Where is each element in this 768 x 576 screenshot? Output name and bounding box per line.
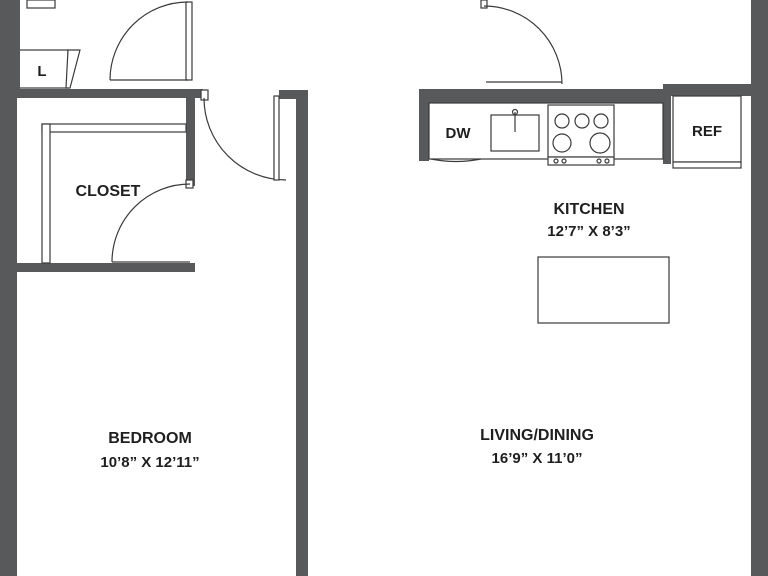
range-knob-1 <box>553 158 559 164</box>
kitchen-door-swing <box>483 5 563 85</box>
partition-wall-bedroom-living <box>296 90 308 576</box>
bedroom-door-swing <box>203 97 287 181</box>
closet-wall-bottom <box>17 263 195 272</box>
living-dining-label: LIVING/DINING <box>480 427 594 444</box>
kitchen-counter-wall <box>419 89 663 103</box>
burner-4 <box>552 133 572 153</box>
kitchen-island <box>537 256 670 324</box>
range-knob-2 <box>561 158 567 164</box>
hallway-door-swing <box>109 1 189 81</box>
laundry-label: L <box>37 63 46 80</box>
kitchen-label: KITCHEN <box>553 201 624 218</box>
hallway-door-leaf <box>185 1 193 81</box>
closet-label: CLOSET <box>76 183 141 200</box>
range-knob-4 <box>604 158 610 164</box>
burner-2 <box>574 113 590 129</box>
exterior-wall-left <box>0 0 17 576</box>
range-control-panel <box>547 156 615 166</box>
wall-stub-top-left <box>17 0 20 90</box>
kitchen-dimensions: 12’7” X 8’3” <box>547 223 630 240</box>
cabinet-top-left <box>26 0 56 9</box>
dishwasher-label: DW <box>446 125 472 142</box>
closet-wall-right <box>186 98 195 186</box>
wall-stub-doorjamb <box>279 90 308 99</box>
burner-1 <box>554 113 570 129</box>
refrigerator-door <box>672 161 742 169</box>
bedroom-door-panel <box>273 95 280 181</box>
closet-shelf-side <box>41 123 51 264</box>
kitchen-counter-wall-right <box>663 84 751 96</box>
closet-shelf <box>41 123 187 133</box>
exterior-wall-right <box>751 0 768 576</box>
kitchen-door-leaf <box>480 0 488 9</box>
wall-horizontal-upper <box>17 89 203 98</box>
closet-door-swing <box>111 183 191 263</box>
range-knob-3 <box>596 158 602 164</box>
living-dining-dimensions: 16’9” X 11’0” <box>492 450 583 467</box>
kitchen-counter-end-mid <box>663 84 671 164</box>
kitchen-counter-end-left <box>419 89 429 161</box>
refrigerator-label: REF <box>692 123 722 140</box>
dishwasher-door-arc <box>430 158 482 163</box>
burner-3 <box>593 113 609 129</box>
kitchen-counter <box>428 102 664 160</box>
burner-5 <box>589 132 611 154</box>
laundry-door-panel <box>65 49 81 89</box>
bedroom-dimensions: 10’8” X 12’11” <box>100 454 199 471</box>
bedroom-label: BEDROOM <box>108 430 192 447</box>
